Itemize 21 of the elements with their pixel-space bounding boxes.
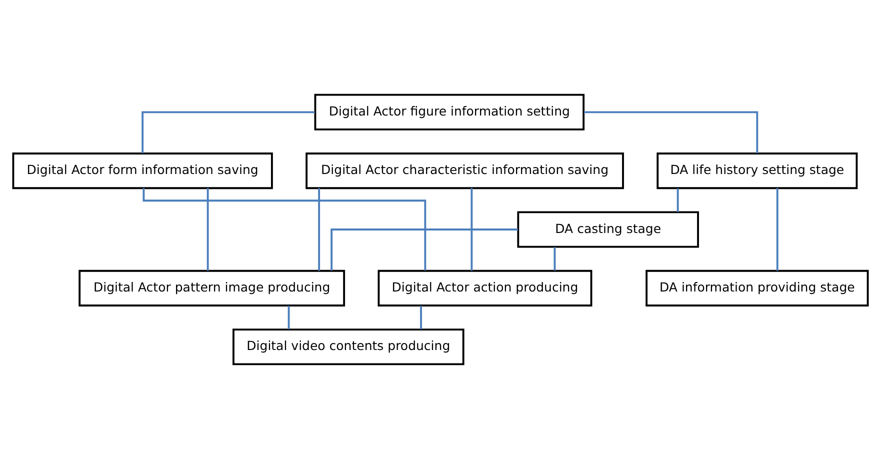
node-box: DA information providing stage — [646, 269, 869, 306]
node-box: Digital Actor action producing — [378, 269, 592, 306]
connector — [470, 188, 473, 270]
node-box: DA casting stage — [517, 210, 699, 248]
connector — [676, 188, 679, 212]
node-box: Digital Actor figure information setting — [314, 93, 585, 130]
connector — [318, 188, 320, 270]
node-box: Digital Actor form information saving — [12, 152, 273, 189]
node-box: Digital Actor characteristic information saving — [306, 152, 624, 189]
node-box: DA life history setting stage — [656, 152, 858, 189]
connector — [142, 188, 426, 270]
node-box: Digital video contents producing — [232, 328, 464, 365]
node-box: Digital Actor pattern image producing — [78, 269, 346, 306]
connector — [420, 305, 422, 329]
connector — [776, 188, 778, 270]
connector — [554, 246, 556, 270]
connector — [288, 305, 290, 329]
connector — [206, 188, 209, 270]
connector — [142, 110, 315, 153]
connector — [584, 110, 758, 153]
connector — [330, 228, 518, 270]
